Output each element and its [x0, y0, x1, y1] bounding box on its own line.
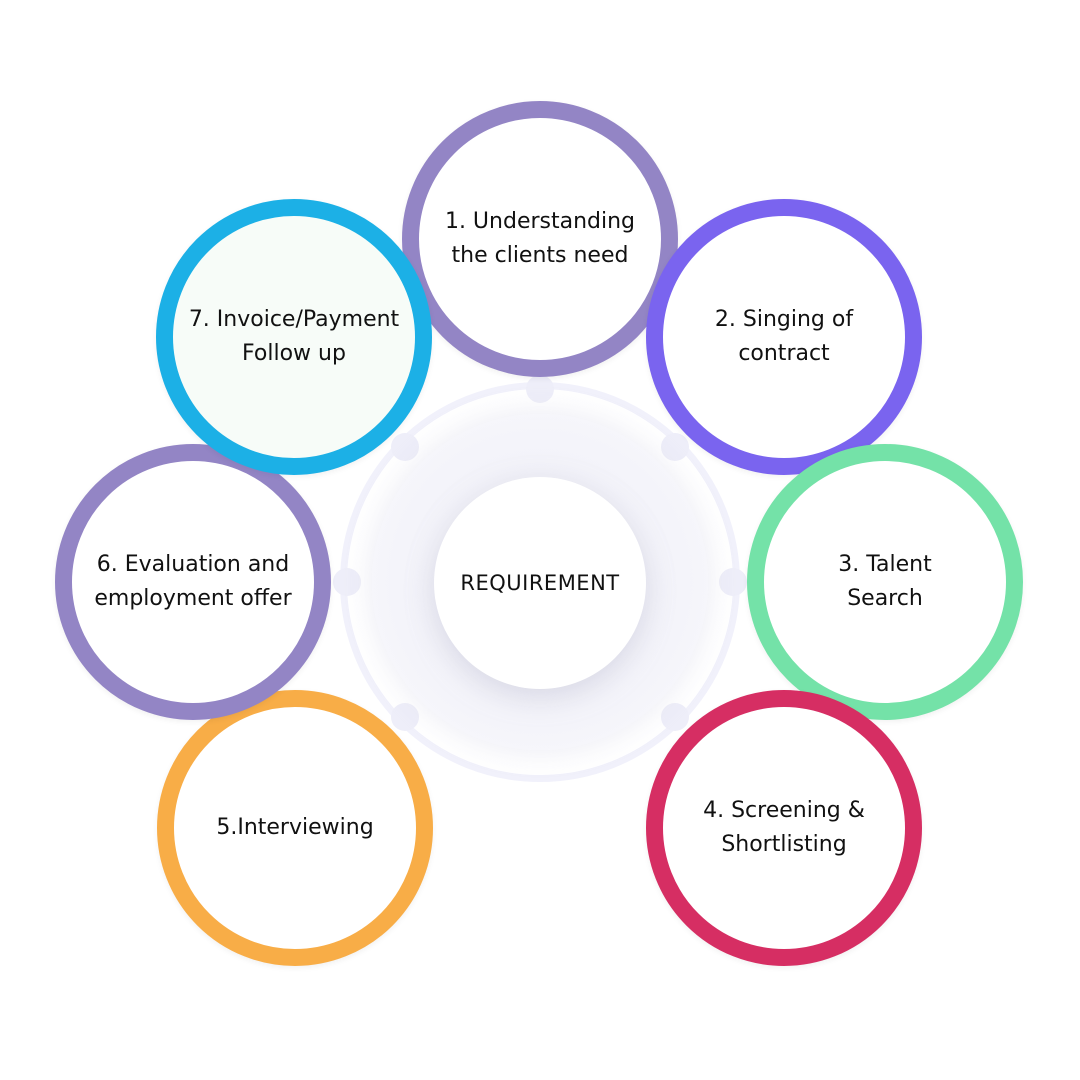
- step-2-contract: 2. Singing of contract: [646, 199, 922, 475]
- orbit-ring: [333, 375, 747, 782]
- step-1-understanding-needs: 1. Understanding the clients need: [402, 101, 678, 377]
- orbit-node: [719, 568, 747, 596]
- center-hub: REQUIREMENT: [434, 477, 646, 689]
- orbit-node: [390, 432, 419, 461]
- center-label: REQUIREMENT: [460, 571, 620, 595]
- orbit-node: [661, 703, 690, 732]
- step-label: 2. Singing of contract: [714, 307, 854, 366]
- orbit-node: [526, 375, 554, 403]
- step-label: 7. Invoice/Payment Follow up: [188, 307, 400, 366]
- step-4-screening-shortlisting: 4. Screening & Shortlisting: [646, 690, 922, 966]
- step-7-invoice-payment: 7. Invoice/Payment Follow up: [156, 199, 432, 475]
- step-label: 6. Evaluation and employment offer: [94, 552, 292, 611]
- step-label: 5.Interviewing: [216, 815, 374, 840]
- orbit-node: [661, 432, 690, 461]
- step-6-evaluation-offer: 6. Evaluation and employment offer: [55, 444, 331, 720]
- orbit-node: [333, 568, 361, 596]
- orbit-node: [390, 703, 419, 732]
- step-5-interviewing: 5.Interviewing: [157, 690, 433, 966]
- step-label: 3. Talent Search: [838, 552, 932, 611]
- step-label: 1. Understanding the clients need: [444, 209, 636, 268]
- step-label: 4. Screening & Shortlisting: [703, 798, 865, 857]
- step-3-talent-search: 3. Talent Search: [747, 444, 1023, 720]
